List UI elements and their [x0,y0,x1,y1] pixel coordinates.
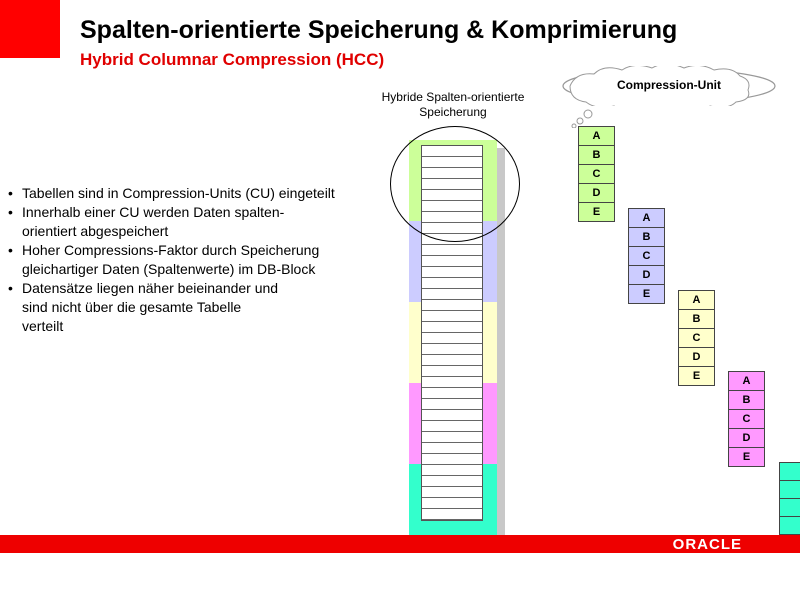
bullet-line: sind nicht über die gesamte Tabelle [22,299,242,315]
red-corner-block [0,0,60,58]
oracle-logo: ORACLE [672,536,742,553]
bullet-list: Tabellen sind in Compression-Units (CU) … [8,184,383,336]
compression-unit-cell: D [578,183,615,203]
compression-unit-cell: C [678,328,715,348]
bullet-line: orientiert abgespeichert [22,223,169,239]
compression-unit-cell: E [578,202,615,222]
slide-subtitle: Hybrid Columnar Compression (HCC) [80,50,385,69]
storage-bar-label: Hybride Spalten-orientierte Speicherung [368,90,538,120]
compression-unit-cell: A [728,371,765,391]
compression-unit-cell: A [628,208,665,228]
compression-unit-cell: C [728,409,765,429]
compression-unit-cell: C [578,164,615,184]
compression-unit-cell: B [628,227,665,247]
storage-bar-label-line: Hybride Spalten-orientierte [381,90,525,104]
compression-unit-cell: B [678,309,715,329]
compression-unit-cell: A [578,126,615,146]
bullet-item: Tabellen sind in Compression-Units (CU) … [8,184,383,203]
cloud-label: Compression-Unit [616,78,721,92]
bullet-line: Hoher Compressions-Faktor durch Speicher… [22,242,320,258]
compression-unit-cell: B [578,145,615,165]
compression-unit-cell: E [728,447,765,467]
bullet-item: Innerhalb einer CU werden Daten spalten-… [8,203,383,241]
thought-cloud-icon [562,66,776,106]
compression-unit-cell: C [628,246,665,266]
compression-unit-cell: B [728,390,765,410]
bullet-line: Innerhalb einer CU werden Daten spalten- [22,204,285,220]
edge-cell [779,498,800,516]
compression-unit-cell: E [628,284,665,304]
bullet-line: verteilt [22,318,64,334]
compression-unit-cell: D [678,347,715,367]
edge-cell [779,462,800,480]
bullet-line: gleichartiger Daten (Spaltenwerte) im DB… [22,261,316,277]
compression-unit-cell: E [678,366,715,386]
slide-title: Spalten-orientierte Speicherung & Kompri… [80,16,678,44]
footer-bar [0,535,800,553]
compression-unit-cell: D [628,265,665,285]
compression-unit-highlight-ellipse [390,126,520,242]
bullet-line: Datensätze liegen näher beieinander und [22,280,279,296]
bullet-line: Tabellen sind in Compression-Units (CU) … [22,185,335,201]
compression-unit-cell: A [678,290,715,310]
bullet-item: Datensätze liegen näher beieinander und … [8,279,383,336]
bullet-item: Hoher Compressions-Faktor durch Speicher… [8,241,383,279]
thought-bubble-dots-icon [571,109,593,128]
storage-bar-label-line: Speicherung [419,105,487,119]
compression-unit-cell: D [728,428,765,448]
edge-cell [779,516,800,534]
edge-cell [779,480,800,498]
